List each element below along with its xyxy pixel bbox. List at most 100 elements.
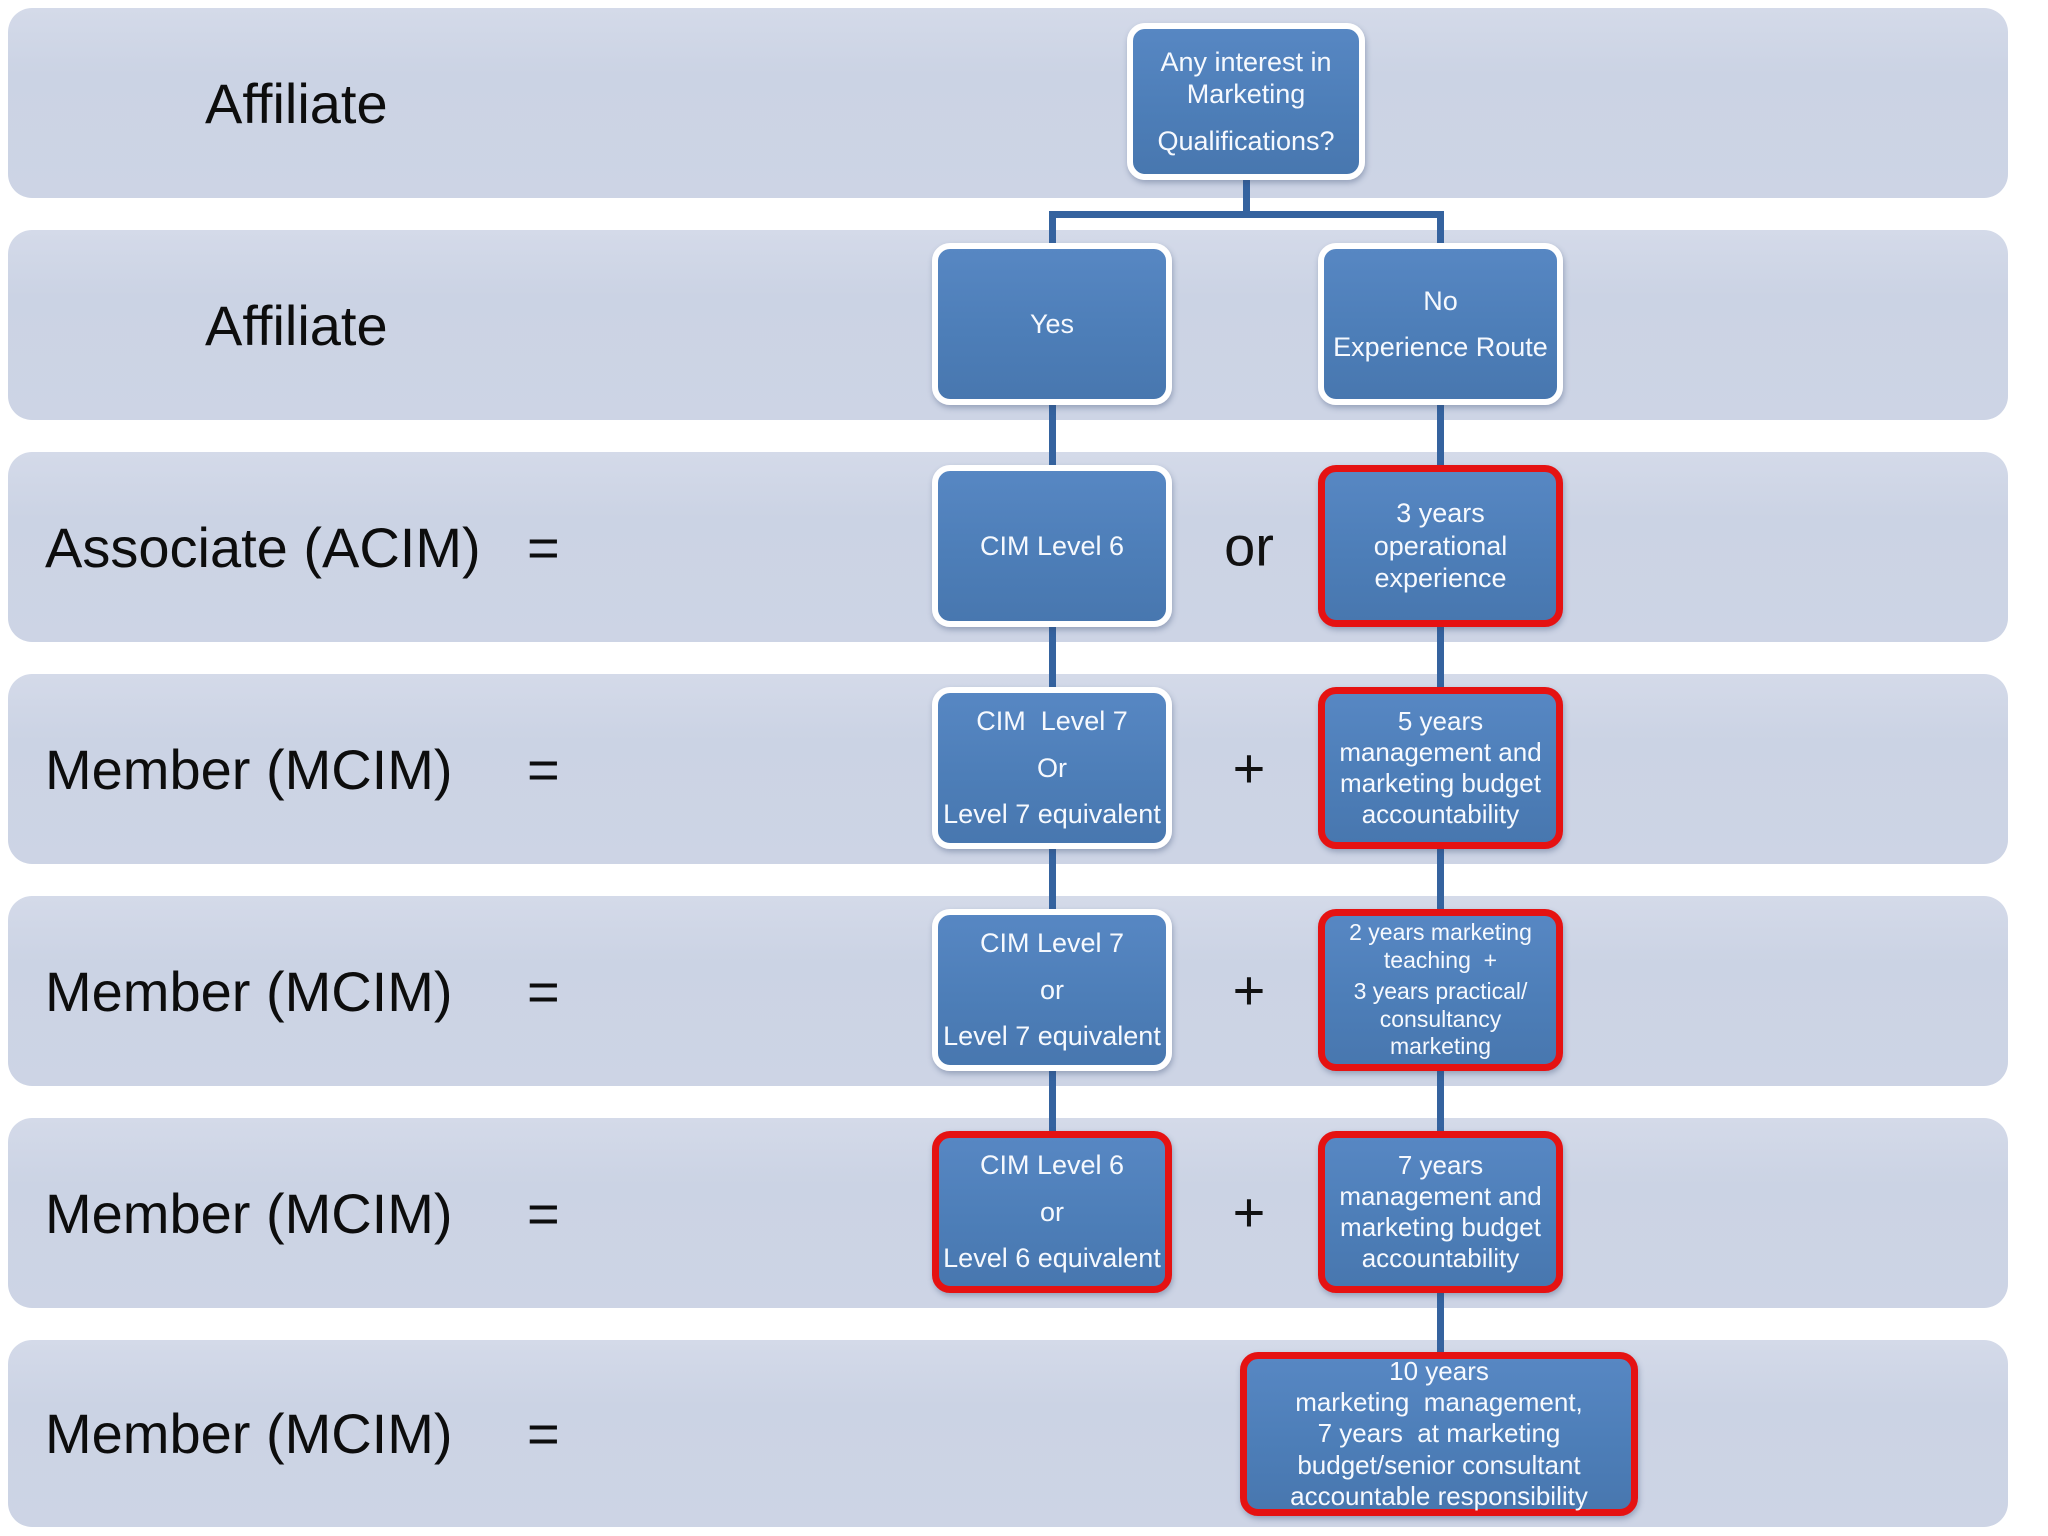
row-label: Member (MCIM) bbox=[45, 737, 453, 801]
node-paragraph: Level 6 equivalent bbox=[943, 1242, 1161, 1274]
equals-sign: = bbox=[527, 959, 560, 1023]
node-paragraph: Level 7 equivalent bbox=[943, 798, 1161, 830]
connector-line bbox=[1048, 847, 1056, 912]
node-paragraph: CIM Level 6 bbox=[980, 530, 1124, 562]
node-text-line: accountability bbox=[1361, 1243, 1520, 1274]
connector-line bbox=[1436, 1291, 1444, 1356]
connector-line bbox=[1436, 211, 1444, 246]
plus-label: + bbox=[1232, 736, 1266, 800]
node-text-line: Experience Route bbox=[1333, 332, 1548, 362]
connector-line bbox=[1048, 1069, 1056, 1134]
node-text-line: Any interest in bbox=[1160, 46, 1332, 77]
node-text-line: CIM Level 6 bbox=[979, 1150, 1125, 1181]
node-text-line: marketing budget bbox=[1340, 1212, 1541, 1242]
row-band bbox=[8, 1340, 2008, 1527]
plus-label: + bbox=[1232, 958, 1266, 1022]
node-text-line: consultancy bbox=[1379, 1005, 1502, 1032]
connector-line bbox=[1048, 403, 1056, 468]
node-paragraph: CIM Level 7 bbox=[980, 927, 1124, 959]
equals-sign: = bbox=[527, 515, 560, 579]
row-label: Member (MCIM) bbox=[45, 959, 453, 1023]
connector-line bbox=[1436, 847, 1444, 912]
equals-sign: = bbox=[527, 1402, 560, 1465]
row-label: Affiliate bbox=[205, 71, 388, 135]
node-text-line: 3 years practical/ bbox=[1353, 978, 1528, 1005]
row-label: Affiliate bbox=[205, 293, 388, 357]
node-text-line: accountability bbox=[1361, 799, 1520, 830]
connector-line bbox=[1436, 403, 1444, 468]
node-cim-level-6: CIM Level 6 bbox=[932, 465, 1172, 627]
node-text-line: 7 years at marketing bbox=[1317, 1418, 1561, 1449]
node-paragraph: Experience Route bbox=[1333, 331, 1548, 363]
node-text-line: CIM Level 7 bbox=[976, 706, 1128, 737]
node-paragraph: CIM Level 6 bbox=[980, 1149, 1124, 1181]
node-text-line: Marketing bbox=[1186, 79, 1306, 110]
node-text-line: 3 years bbox=[1396, 498, 1485, 529]
row-label: Member (MCIM) bbox=[45, 1402, 453, 1465]
connector-line bbox=[1048, 625, 1056, 690]
node-text-line: 2 years marketing bbox=[1349, 919, 1532, 946]
node-text-line: accountable responsibility bbox=[1290, 1480, 1588, 1511]
node-text-line: management and bbox=[1339, 1180, 1542, 1211]
node-text-line: Level 7 equivalent bbox=[943, 799, 1161, 830]
connector-line bbox=[1436, 1069, 1444, 1134]
node-text-line: Or bbox=[1037, 752, 1067, 783]
connector-line bbox=[1048, 211, 1444, 218]
plus-label: + bbox=[1232, 1180, 1266, 1244]
node-text-line: operational bbox=[1373, 530, 1508, 561]
node-text-line: marketing bbox=[1390, 1033, 1491, 1060]
node-text-line: Qualifications? bbox=[1157, 125, 1335, 156]
node-text-line: marketing budget bbox=[1340, 768, 1541, 798]
node-text-line: teaching + bbox=[1383, 946, 1498, 973]
node-text-line: or bbox=[1039, 974, 1064, 1005]
node-text-line: experience bbox=[1374, 563, 1507, 594]
equals-sign: = bbox=[527, 737, 560, 801]
row-label: Member (MCIM) bbox=[45, 1181, 453, 1245]
node-paragraph: or bbox=[1040, 974, 1064, 1006]
node-paragraph: Yes bbox=[1030, 308, 1074, 340]
node-text-line: Level 7 equivalent bbox=[943, 1021, 1161, 1052]
node-paragraph: Level 7 equivalent bbox=[943, 1020, 1161, 1052]
node-text-line: 10 years bbox=[1389, 1356, 1489, 1387]
node-text-line: 7 years bbox=[1397, 1149, 1484, 1180]
node-paragraph: CIM Level 7 bbox=[976, 705, 1128, 737]
or-label: or bbox=[1224, 514, 1274, 578]
node-text-line: 5 years bbox=[1397, 705, 1484, 736]
connector-line bbox=[1048, 211, 1056, 246]
row-label: Associate (ACIM) bbox=[45, 515, 481, 579]
equals-sign: = bbox=[527, 1181, 560, 1245]
node-text-line: management and bbox=[1339, 736, 1542, 767]
node-text-line: Yes bbox=[1029, 308, 1075, 339]
node-paragraph: or bbox=[1040, 1196, 1064, 1228]
node-paragraph: Or bbox=[1037, 752, 1067, 784]
node-yes: Yes bbox=[932, 243, 1172, 405]
node-text-line: Level 6 equivalent bbox=[943, 1243, 1161, 1274]
node-text-line: or bbox=[1039, 1196, 1064, 1227]
node-text-line: CIM Level 6 bbox=[979, 530, 1125, 561]
node-text-line: budget/senior consultant bbox=[1297, 1449, 1581, 1480]
connector-line bbox=[1242, 176, 1250, 218]
node-text-line: CIM Level 7 bbox=[979, 928, 1125, 959]
connector-line bbox=[1436, 625, 1444, 690]
node-paragraph: Qualifications? bbox=[1157, 125, 1334, 157]
node-paragraph: No bbox=[1423, 285, 1458, 317]
row-band bbox=[8, 8, 2008, 198]
